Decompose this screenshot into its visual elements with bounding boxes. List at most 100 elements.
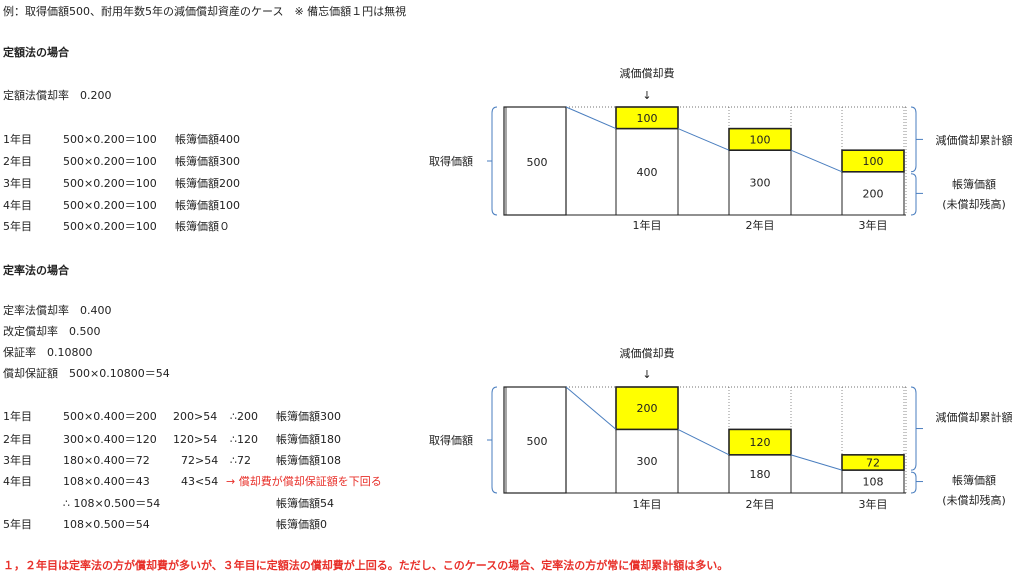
book-value-bar xyxy=(728,454,792,494)
teiritsu-row-book: 帳簿価額300 xyxy=(276,410,341,423)
acquisition-value: 500 xyxy=(527,156,548,169)
teiritsu-guarantee-rate: 保証率 0.10800 xyxy=(3,346,93,359)
acquisition-bar xyxy=(503,106,567,216)
trend-line xyxy=(790,454,843,471)
book-value-label: 180 xyxy=(750,468,771,481)
depreciation-header-label: 減価償却費 xyxy=(620,66,675,80)
teigaku-row-year: 4年目 xyxy=(3,199,32,212)
teiritsu-row-book: 帳簿価額108 xyxy=(276,454,341,467)
book-value-label: 300 xyxy=(750,177,771,190)
trend-line xyxy=(565,106,617,130)
acquisition-label: 取得価額 xyxy=(429,434,473,447)
teiritsu-rate: 定率法償却率 0.400 xyxy=(3,304,112,317)
book-value-label: 300 xyxy=(637,455,658,468)
left-bracket xyxy=(491,386,498,494)
teiritsu-row-calc: 108×0.400＝43 xyxy=(63,475,150,488)
left-bracket xyxy=(491,106,498,216)
depreciation-label: 100 xyxy=(750,133,771,146)
trend-line xyxy=(677,428,730,456)
book-value-label-right: 帳簿価額 xyxy=(952,177,996,191)
teiritsu-guarantee-warning: → 償却費が償却保証額を下回る xyxy=(226,475,382,488)
teiritsu-row-book: 帳簿価額0 xyxy=(276,518,327,531)
teiritsu-row-year: 4年目 xyxy=(3,475,32,488)
acquisition-label: 取得価額 xyxy=(429,155,473,168)
teigaku-row-book: 帳簿価額０ xyxy=(175,220,230,233)
teiritsu-row-calc: 108×0.500＝54 xyxy=(63,518,150,531)
teiritsu-row-calc: 500×0.400＝200 xyxy=(63,410,157,423)
teigaku-title: 定額法の場合 xyxy=(3,46,69,59)
teiritsu-row-year: 2年目 xyxy=(3,433,32,446)
depreciation-bar xyxy=(615,386,679,431)
teiritsu-row-result: ∴200 xyxy=(230,410,258,423)
teiritsu-title: 定率法の場合 xyxy=(3,264,69,277)
conclusion-note: １，２年目は定率法の方が償却費が多いが、３年目に定額法の償却費が上回る。ただし、… xyxy=(3,559,729,572)
teigaku-row-calc: 500×0.200＝100 xyxy=(63,155,157,168)
teiritsu-row-year: 5年目 xyxy=(3,518,32,531)
accumulated-depreciation-label: 減価償却累計額 xyxy=(936,410,1013,424)
right-bracket-book xyxy=(910,173,917,216)
teigaku-row-calc: 500×0.200＝100 xyxy=(63,199,157,212)
teiritsu-guarantee-amount: 償却保証額 500×0.10800＝54 xyxy=(3,367,170,380)
teiritsu-row-book: 帳簿価額54 xyxy=(276,497,334,510)
teiritsu-row-book: 帳簿価額180 xyxy=(276,433,341,446)
teiritsu-row-result: ∴120 xyxy=(230,433,258,446)
unamortized-balance-label: (未償却残高) xyxy=(942,197,1006,211)
depreciation-label: 72 xyxy=(866,456,880,469)
teiritsu-row-year: 3年目 xyxy=(3,454,32,467)
accumulated-depreciation-label: 減価償却累計額 xyxy=(936,133,1013,147)
book-value-label-right: 帳簿価額 xyxy=(952,473,996,487)
teigaku-row-year: 1年目 xyxy=(3,133,32,146)
header-note: 例：取得価額500、耐用年数5年の減価償却資産のケース ※ 備忘価額１円は無視 xyxy=(3,5,407,18)
right-bracket-book xyxy=(910,471,917,494)
teiritsu-revised-rate: 改定償却率 0.500 xyxy=(3,325,101,338)
depreciation-bar xyxy=(728,127,792,152)
depreciation-label: 100 xyxy=(863,155,884,168)
teiritsu-revised-calc: ∴ 108×0.500＝54 xyxy=(63,497,161,510)
teiritsu-row-compare: 72>54 xyxy=(181,454,219,467)
teiritsu-row-year: 1年目 xyxy=(3,410,32,423)
down-arrow-icon: ↓ xyxy=(642,368,651,381)
teiritsu-row-calc: 180×0.400＝72 xyxy=(63,454,150,467)
teigaku-row-book: 帳簿価額200 xyxy=(175,177,240,190)
teigaku-rate: 定額法償却率 0.200 xyxy=(3,89,112,102)
book-value-label: 108 xyxy=(863,476,884,489)
right-bracket-accumulated xyxy=(910,106,917,173)
teiritsu-row-result: ∴72 xyxy=(230,454,251,467)
teigaku-row-calc: 500×0.200＝100 xyxy=(63,177,157,190)
year-label: 1年目 xyxy=(633,218,662,232)
teiritsu-row-calc: 300×0.400＝120 xyxy=(63,433,157,446)
depreciation-label: 100 xyxy=(637,112,658,125)
teigaku-row-book: 帳簿価額300 xyxy=(175,155,240,168)
down-arrow-icon: ↓ xyxy=(642,89,651,102)
book-value-bar xyxy=(841,171,905,216)
trend-line xyxy=(677,128,730,151)
year-label: 2年目 xyxy=(746,497,775,511)
right-bracket-accumulated xyxy=(910,386,917,471)
year-label: 3年目 xyxy=(859,218,888,232)
teigaku-row-book: 帳簿価額400 xyxy=(175,133,240,146)
year-label: 1年目 xyxy=(633,497,662,511)
depreciation-label: 200 xyxy=(637,402,658,415)
year-label: 2年目 xyxy=(746,218,775,232)
depreciation-bar xyxy=(841,454,905,471)
teiritsu-row-compare: 43<54 xyxy=(181,475,219,488)
teiritsu-row-compare: 120>54 xyxy=(173,433,218,446)
depreciation-label: 120 xyxy=(750,436,771,449)
teigaku-row-year: 2年目 xyxy=(3,155,32,168)
book-value-label: 200 xyxy=(863,187,884,200)
depreciation-bar xyxy=(615,106,679,130)
teigaku-row-calc: 500×0.200＝100 xyxy=(63,220,157,233)
trend-line xyxy=(790,149,843,173)
unamortized-balance-label: (未償却残高) xyxy=(942,493,1006,507)
depreciation-bar xyxy=(841,149,905,173)
teigaku-row-calc: 500×0.200＝100 xyxy=(63,133,157,146)
acquisition-value: 500 xyxy=(527,435,548,448)
teigaku-row-year: 3年目 xyxy=(3,177,32,190)
teigaku-row-year: 5年目 xyxy=(3,220,32,233)
trend-line xyxy=(565,386,617,430)
year-label: 3年目 xyxy=(859,497,888,511)
teiritsu-row-compare: 200>54 xyxy=(173,410,218,423)
book-value-bar xyxy=(615,128,679,216)
depreciation-header-label: 減価償却費 xyxy=(620,346,675,360)
